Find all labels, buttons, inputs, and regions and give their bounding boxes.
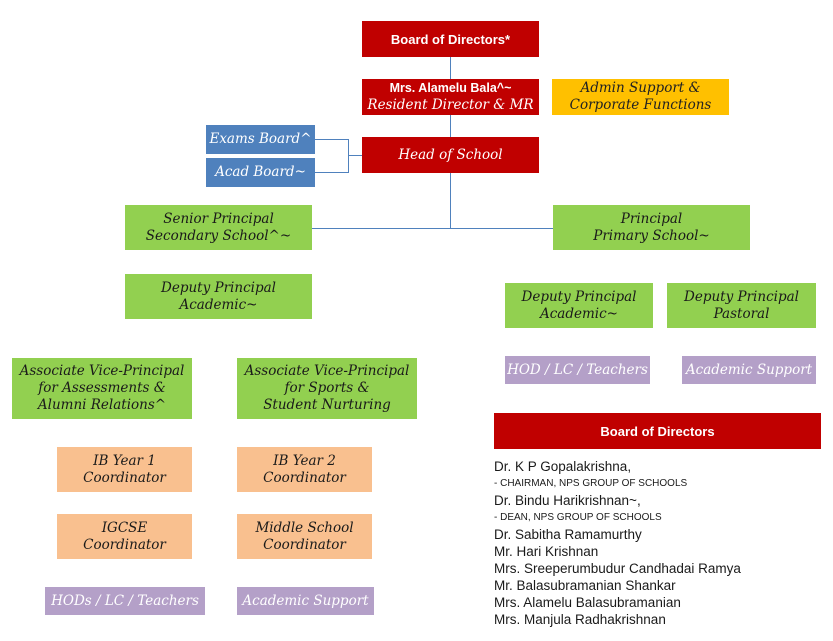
academic-support-primary-label: Academic Support: [685, 361, 813, 378]
board-member-role: - DEAN, NPS GROUP OF SCHOOLS: [494, 512, 662, 523]
deputy-principal-academic-primary-box: Deputy Principal Academic~: [505, 283, 653, 328]
hod-primary-box: HOD / LC / Teachers: [505, 356, 650, 384]
avp-sports-box: Associate Vice-Principal for Sports & St…: [237, 358, 417, 419]
avp-assessments-label: Associate Vice-Principal for Assessments…: [19, 363, 185, 413]
academic-support-primary-box: Academic Support: [682, 356, 816, 384]
board-members-list: Dr. K P Gopalakrishna, - CHAIRMAN, NPS G…: [494, 458, 824, 628]
resident-director-role: Resident Director & MR: [367, 97, 534, 113]
exams-board-box: Exams Board^: [206, 125, 315, 154]
ib-year1-coordinator-box: IB Year 1 Coordinator: [57, 447, 192, 492]
hods-secondary-box: HODs / LC / Teachers: [45, 587, 205, 615]
connector-boards-vertical: [348, 139, 349, 173]
acad-board-box: Acad Board~: [206, 158, 315, 187]
deputy-principal-pastoral-box: Deputy Principal Pastoral: [667, 283, 816, 328]
igcse-coordinator-box: IGCSE Coordinator: [57, 514, 192, 559]
deputy-principal-academic-primary-label: Deputy Principal Academic~: [521, 288, 637, 322]
board-member-role: - CHAIRMAN, NPS GROUP OF SCHOOLS: [494, 478, 688, 489]
head-of-school-label: Head of School: [398, 146, 503, 163]
exams-board-label: Exams Board^: [209, 131, 312, 147]
connector-acad-right: [315, 172, 348, 173]
board-member-name: Dr. K P Gopalakrishna,: [494, 459, 632, 474]
board-of-directors-box: Board of Directors*: [362, 21, 539, 57]
connector-boards-to-head: [348, 155, 362, 156]
deputy-principal-pastoral-label: Deputy Principal Pastoral: [684, 288, 799, 322]
board-member-name: Dr. Bindu Harikrishnan~,: [494, 493, 641, 508]
academic-support-secondary-box: Academic Support: [237, 587, 374, 615]
igcse-coordinator-label: IGCSE Coordinator: [83, 519, 166, 553]
legend-title-box: Board of Directors: [494, 413, 821, 449]
ib-year1-coordinator-label: IB Year 1 Coordinator: [83, 452, 166, 486]
hod-primary-label: HOD / LC / Teachers: [507, 361, 648, 378]
middle-school-coordinator-box: Middle School Coordinator: [237, 514, 372, 559]
senior-principal-box: Senior Principal Secondary School^~: [125, 205, 312, 250]
principal-primary-box: Principal Primary School~: [553, 205, 750, 250]
middle-school-coordinator-label: Middle School Coordinator: [255, 519, 354, 553]
hods-secondary-label: HODs / LC / Teachers: [51, 592, 199, 609]
avp-sports-label: Associate Vice-Principal for Sports & St…: [244, 363, 410, 413]
resident-director-box: Mrs. Alamelu Bala^~ Resident Director & …: [362, 79, 539, 115]
connector-exams-right: [315, 139, 348, 140]
admin-support-label: Admin Support & Corporate Functions: [569, 80, 712, 113]
board-member-name: Mrs. Sreeperumbudur Candhadai Ramya: [494, 561, 741, 576]
deputy-principal-academic-secondary-label: Deputy Principal Academic~: [161, 279, 276, 313]
board-of-directors-label: Board of Directors*: [390, 31, 511, 47]
avp-assessments-box: Associate Vice-Principal for Assessments…: [12, 358, 192, 419]
senior-principal-label: Senior Principal Secondary School^~: [145, 210, 292, 244]
ib-year2-coordinator-box: IB Year 2 Coordinator: [237, 447, 372, 492]
head-of-school-box: Head of School: [362, 137, 539, 173]
principal-primary-label: Principal Primary School~: [593, 210, 710, 244]
legend-title: Board of Directors: [600, 423, 715, 439]
ib-year2-coordinator-label: IB Year 2 Coordinator: [263, 452, 346, 486]
board-member-name: Dr. Sabitha Ramamurthy: [494, 527, 642, 542]
board-member-name: Mrs. Manjula Radhakrishnan: [494, 612, 666, 627]
board-member-name: Mr. Balasubramanian Shankar: [494, 578, 676, 593]
deputy-principal-academic-secondary-box: Deputy Principal Academic~: [125, 274, 312, 319]
board-member-name: Mr. Hari Krishnan: [494, 544, 599, 559]
connector-head-down: [450, 173, 451, 229]
acad-board-label: Acad Board~: [215, 164, 306, 180]
resident-director-name: Mrs. Alamelu Bala^~: [389, 81, 512, 95]
connector-principals-horizontal: [312, 228, 553, 229]
academic-support-secondary-label: Academic Support: [242, 592, 369, 609]
admin-support-box: Admin Support & Corporate Functions: [552, 79, 729, 115]
board-member-name: Mrs. Alamelu Balasubramanian: [494, 595, 681, 610]
